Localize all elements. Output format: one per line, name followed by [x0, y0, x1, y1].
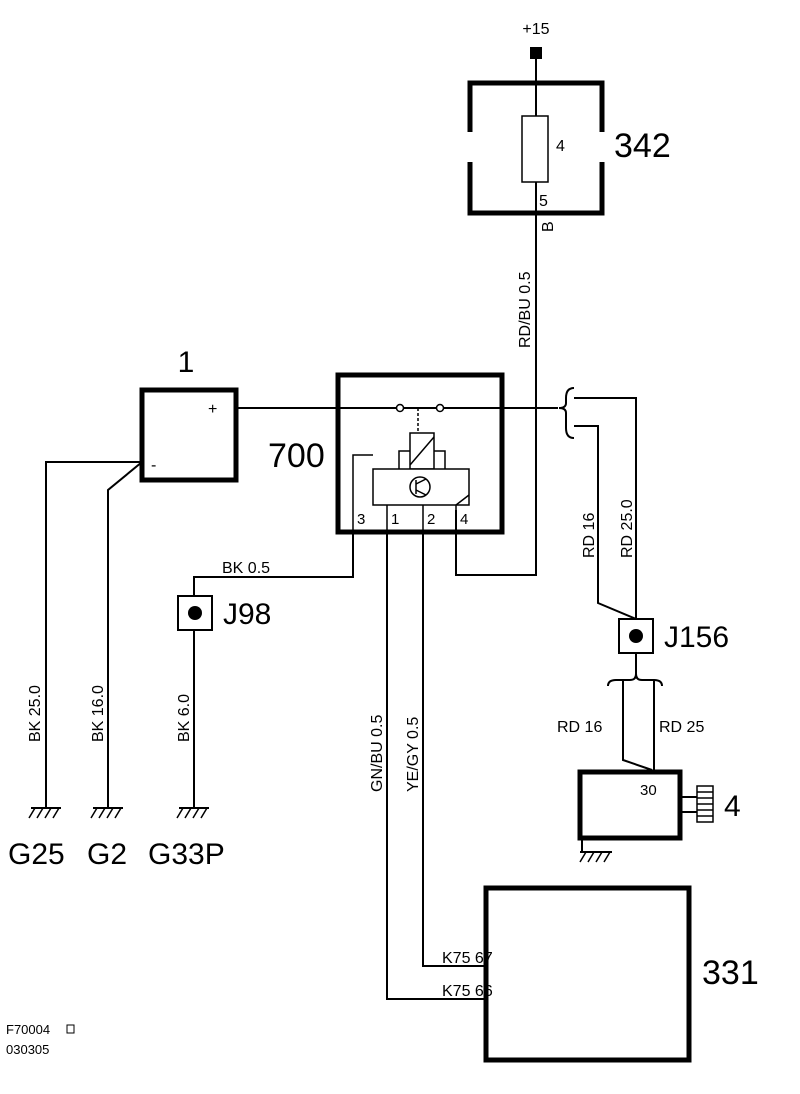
relay-pin-4: 4	[460, 511, 468, 528]
relay-internal-pin3	[352, 454, 373, 532]
wire-label-rd16-upper: RD 16	[581, 513, 598, 558]
wire-rd16-lower	[622, 681, 653, 771]
relay-transistor-icon	[409, 476, 431, 498]
fuse-pin-letter: B	[540, 221, 557, 232]
ground-icon-g33p	[176, 807, 209, 819]
battery-plus: +	[208, 401, 217, 418]
supply-terminal	[530, 47, 542, 59]
wire-yegy	[422, 532, 486, 967]
footer-date: 030305	[6, 1042, 49, 1057]
relay-label: 700	[268, 437, 325, 475]
wire-relay-ground	[193, 532, 354, 596]
relay-transistor-collector	[415, 478, 427, 485]
relay-transistor-emitter	[415, 489, 427, 496]
ground-icon-g25	[28, 807, 61, 819]
fuse-box-342: 4 5 342	[467, 80, 671, 216]
ecu-331: 331 K75 67 K75 66	[442, 885, 759, 1063]
wire-gnbu	[386, 532, 486, 1000]
ground-label-g2: G2	[87, 838, 127, 871]
ground-label-g25: G25	[8, 838, 65, 871]
starter-motor-4: 30 4	[577, 769, 741, 863]
wire-label-g33p: BK 6.0	[176, 694, 193, 742]
battery-label: 1	[178, 346, 195, 379]
relay-coil-lead-left	[398, 450, 410, 469]
starter-label: 4	[724, 790, 741, 823]
wire-label-g25: BK 25.0	[27, 685, 44, 742]
junction-j98: J98	[177, 595, 271, 631]
ecu-box	[483, 885, 692, 1063]
wire-label-rdbu: RD/BU 0.5	[517, 271, 534, 348]
relay-pin-3: 3	[357, 511, 365, 528]
battery-1: 1 + -	[139, 346, 239, 483]
relay-pin-2: 2	[427, 511, 435, 528]
relay-internal-pin4	[455, 494, 470, 532]
wire-rdbu	[455, 213, 537, 576]
fuse-pin: 5	[539, 193, 548, 210]
ecu-pin-66: K75 66	[442, 983, 493, 1000]
wire-label-gnbu: GN/BU 0.5	[369, 715, 386, 792]
wire-g25	[45, 461, 142, 808]
ecu-pin-67: K75 67	[442, 950, 493, 967]
wire-label-rd25-upper: RD 25.0	[619, 499, 636, 558]
starter-box	[577, 769, 683, 841]
brace-upper	[558, 387, 575, 439]
junction-j98-dot	[188, 606, 202, 620]
junction-j98-label: J98	[223, 598, 271, 631]
fuse-box-label: 342	[614, 127, 671, 165]
ecu-label: 331	[702, 954, 759, 992]
wire-label-rd16-lower: RD 16	[557, 719, 602, 736]
wire-label-g2: BK 16.0	[90, 685, 107, 742]
wire-g2	[107, 461, 143, 808]
relay-pin-1: 1	[391, 511, 399, 528]
footer-code-box-icon	[66, 1024, 75, 1034]
relay-contact-left	[395, 403, 405, 413]
fuse-number: 4	[556, 138, 565, 155]
starter-gear-icon	[680, 785, 714, 823]
brace-lower	[607, 673, 663, 687]
wire-rd25-upper	[574, 397, 637, 619]
fuse-box-outline-top	[467, 80, 605, 132]
relay-box	[335, 372, 505, 535]
wire-rd16-upper	[574, 425, 637, 620]
ground-icon-g2	[90, 807, 123, 819]
fuse-4	[521, 115, 549, 183]
starter-pin: 30	[640, 782, 657, 799]
relay-coil-lead-right	[434, 450, 446, 469]
junction-j156-dot	[629, 629, 643, 643]
wire-label-yegy: YE/GY 0.5	[405, 717, 422, 792]
wire-label-rd25-lower: RD 25	[659, 719, 704, 736]
footer-code: F70004	[6, 1022, 50, 1037]
battery-box	[139, 387, 239, 483]
ground-label-g33p: G33P	[148, 838, 225, 871]
battery-minus: -	[151, 457, 156, 474]
supply-label: +15	[522, 21, 549, 38]
relay-contact-right	[435, 403, 445, 413]
relay-700: 700 3 1 2 4	[268, 372, 505, 535]
junction-j156: J156	[618, 618, 729, 654]
ground-icon-starter	[579, 838, 612, 863]
relay-coil-diagonal	[409, 436, 435, 466]
wire-label-relay-ground: BK 0.5	[222, 560, 270, 577]
junction-j156-label: J156	[664, 621, 729, 654]
